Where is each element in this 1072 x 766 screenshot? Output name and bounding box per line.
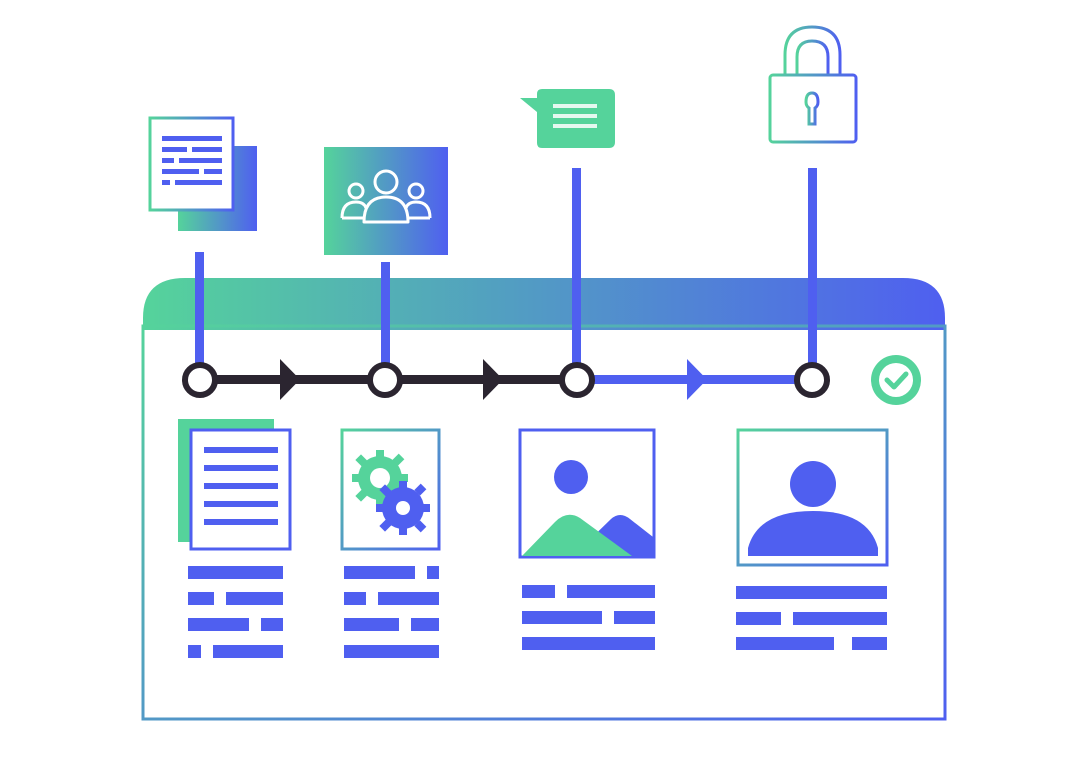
profile-card	[736, 428, 889, 650]
settings-card	[340, 428, 441, 658]
timeline-node-2	[367, 362, 403, 398]
timeline-node-1	[182, 362, 218, 398]
document-card-text-lines	[188, 566, 283, 658]
document-icon	[178, 419, 292, 551]
timeline-node-3	[559, 362, 595, 398]
image-card-text-lines	[522, 585, 655, 650]
settings-card-text-lines	[344, 566, 439, 658]
connector-line-3	[572, 168, 581, 370]
timeline-arrow-3	[687, 359, 707, 400]
user-avatar-icon	[736, 428, 889, 567]
profile-card-text-lines	[736, 586, 887, 650]
gears-icon	[340, 428, 441, 551]
check-circle-icon	[871, 355, 921, 405]
connector-line-2	[381, 262, 390, 370]
document-stack-icon	[148, 116, 257, 231]
image-card	[518, 428, 656, 650]
document-card	[178, 419, 292, 658]
connector-line-1	[195, 252, 204, 370]
timeline	[182, 359, 830, 400]
timeline-node-4	[794, 362, 830, 398]
chat-bubble-icon	[520, 89, 615, 148]
padlock-icon	[768, 25, 858, 144]
window-frame	[141, 324, 947, 721]
connector-line-4	[808, 168, 817, 370]
connector-lines	[195, 168, 817, 370]
image-placeholder-icon	[518, 428, 656, 559]
browser-window	[141, 278, 947, 721]
timeline-arrow-1	[280, 359, 300, 400]
team-group-icon	[324, 147, 448, 255]
window-header-bar	[143, 278, 945, 330]
timeline-arrow-2	[483, 359, 503, 400]
